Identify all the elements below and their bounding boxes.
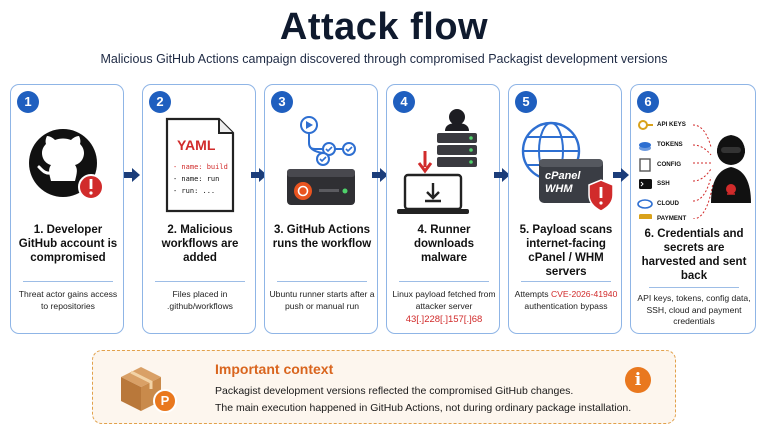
cve-id: CVE-2026-41940 bbox=[550, 289, 618, 299]
step-description: Files placed in .github/workflows bbox=[167, 289, 233, 311]
step-card-1: 1 1. Developer GitHub account is comprom… bbox=[10, 84, 124, 334]
attacker-ip: 43[.]228[.]157[.]68 bbox=[405, 314, 483, 325]
github-icon bbox=[11, 107, 125, 219]
cpanel-globe-icon: cPanel WHM bbox=[509, 107, 623, 219]
whm-label: WHM bbox=[545, 183, 573, 195]
step-description-block: Attempts CVE-2026-41940 authentication b… bbox=[513, 289, 619, 312]
info-icon: i bbox=[625, 367, 651, 393]
context-line: The main execution happened in GitHub Ac… bbox=[215, 402, 632, 414]
harvest-item: CONFIG bbox=[657, 161, 682, 168]
download-malware-icon bbox=[387, 107, 501, 219]
step-title: 6. Credentials and secrets are harvested… bbox=[641, 228, 747, 282]
yaml-heading: YAML bbox=[177, 137, 216, 153]
step-title: 4. Runner downloads malware bbox=[413, 224, 475, 264]
harvest-item: TOKENS bbox=[657, 141, 683, 148]
yaml-file-icon: YAML - name: build - name: run - run: ..… bbox=[143, 107, 257, 219]
harvest-item: API KEYS bbox=[657, 121, 686, 128]
cloud-icon bbox=[637, 199, 653, 209]
harvest-item: PAYMENT bbox=[657, 215, 687, 222]
divider bbox=[155, 281, 245, 282]
step-number-badge: 6 bbox=[637, 91, 659, 113]
step-number-badge: 4 bbox=[393, 91, 415, 113]
step-number-badge: 5 bbox=[515, 91, 537, 113]
divider bbox=[649, 287, 739, 288]
step-title: 5. Payload scans internet-facing cPanel … bbox=[519, 224, 613, 278]
step-title: 1. Developer GitHub account is compromis… bbox=[18, 224, 118, 264]
key-icon bbox=[638, 120, 653, 130]
arrow-right-icon bbox=[494, 168, 510, 182]
harvest-item: CLOUD bbox=[657, 200, 679, 207]
file-line: - name: run bbox=[173, 175, 220, 183]
token-icon bbox=[639, 142, 651, 151]
step-description: Threat actor gains access to repositorie… bbox=[18, 289, 118, 311]
config-file-icon bbox=[639, 158, 651, 172]
divider bbox=[23, 281, 113, 282]
page-subtitle: Malicious GitHub Actions campaign discov… bbox=[100, 52, 668, 66]
step-card-4: 4 4. Runner downloads malware Linux payl… bbox=[386, 84, 500, 334]
description-suffix: authentication bypass bbox=[524, 300, 608, 311]
step-description: Ubuntu runner starts after a push or man… bbox=[269, 289, 375, 311]
hacker-icon: API KEYS TOKENS CONFIG SSH CLOUD PAYMENT bbox=[631, 107, 757, 222]
step-description: API keys, tokens, config data, SSH, clou… bbox=[637, 293, 751, 326]
harvest-item: SSH bbox=[657, 180, 670, 187]
arrow-right-icon bbox=[372, 168, 388, 182]
step-title: 3. GitHub Actions runs the workflow bbox=[272, 224, 372, 250]
arrow-right-icon bbox=[613, 168, 629, 182]
file-line: - name: build bbox=[173, 163, 228, 171]
context-line: Packagist development versions reflected… bbox=[215, 385, 574, 397]
arrow-right-icon bbox=[251, 168, 267, 182]
terminal-icon bbox=[639, 179, 652, 189]
step-number-badge: 1 bbox=[17, 91, 39, 113]
step-title: 2. Malicious workflows are added bbox=[161, 224, 239, 264]
workflow-runner-icon bbox=[265, 107, 379, 219]
cpanel-label: cPanel bbox=[545, 170, 581, 182]
description-prefix: Attempts bbox=[514, 289, 551, 299]
context-title: Important context bbox=[215, 361, 334, 377]
file-line: - run: ... bbox=[173, 187, 216, 195]
step-card-6: 6 API KEYS TOKENS CONFIG SSH CLOUD PAYME… bbox=[630, 84, 756, 334]
packagist-badge: P bbox=[160, 393, 170, 408]
step-description-block: Linux payload fetched from attacker serv… bbox=[391, 289, 497, 326]
page-title: Attack flow bbox=[279, 6, 489, 48]
step-description: Linux payload fetched from attacker serv… bbox=[392, 289, 496, 311]
divider bbox=[399, 281, 489, 282]
divider bbox=[521, 281, 611, 282]
important-context-box: P Important context Packagist developmen… bbox=[92, 350, 676, 424]
step-card-5: 5 cPanel WHM 5. Payload scans internet-f… bbox=[508, 84, 622, 334]
step-number-badge: 3 bbox=[271, 91, 293, 113]
step-number-badge: 2 bbox=[149, 91, 171, 113]
card-icon bbox=[639, 214, 652, 219]
divider bbox=[277, 281, 367, 282]
step-card-2: 2 YAML - name: build - name: run - run: … bbox=[142, 84, 256, 334]
step-card-3: 3 3. GitHub Actions runs the workflow Ub… bbox=[264, 84, 378, 334]
package-box-icon: P bbox=[113, 359, 183, 417]
arrow-right-icon bbox=[124, 168, 140, 182]
